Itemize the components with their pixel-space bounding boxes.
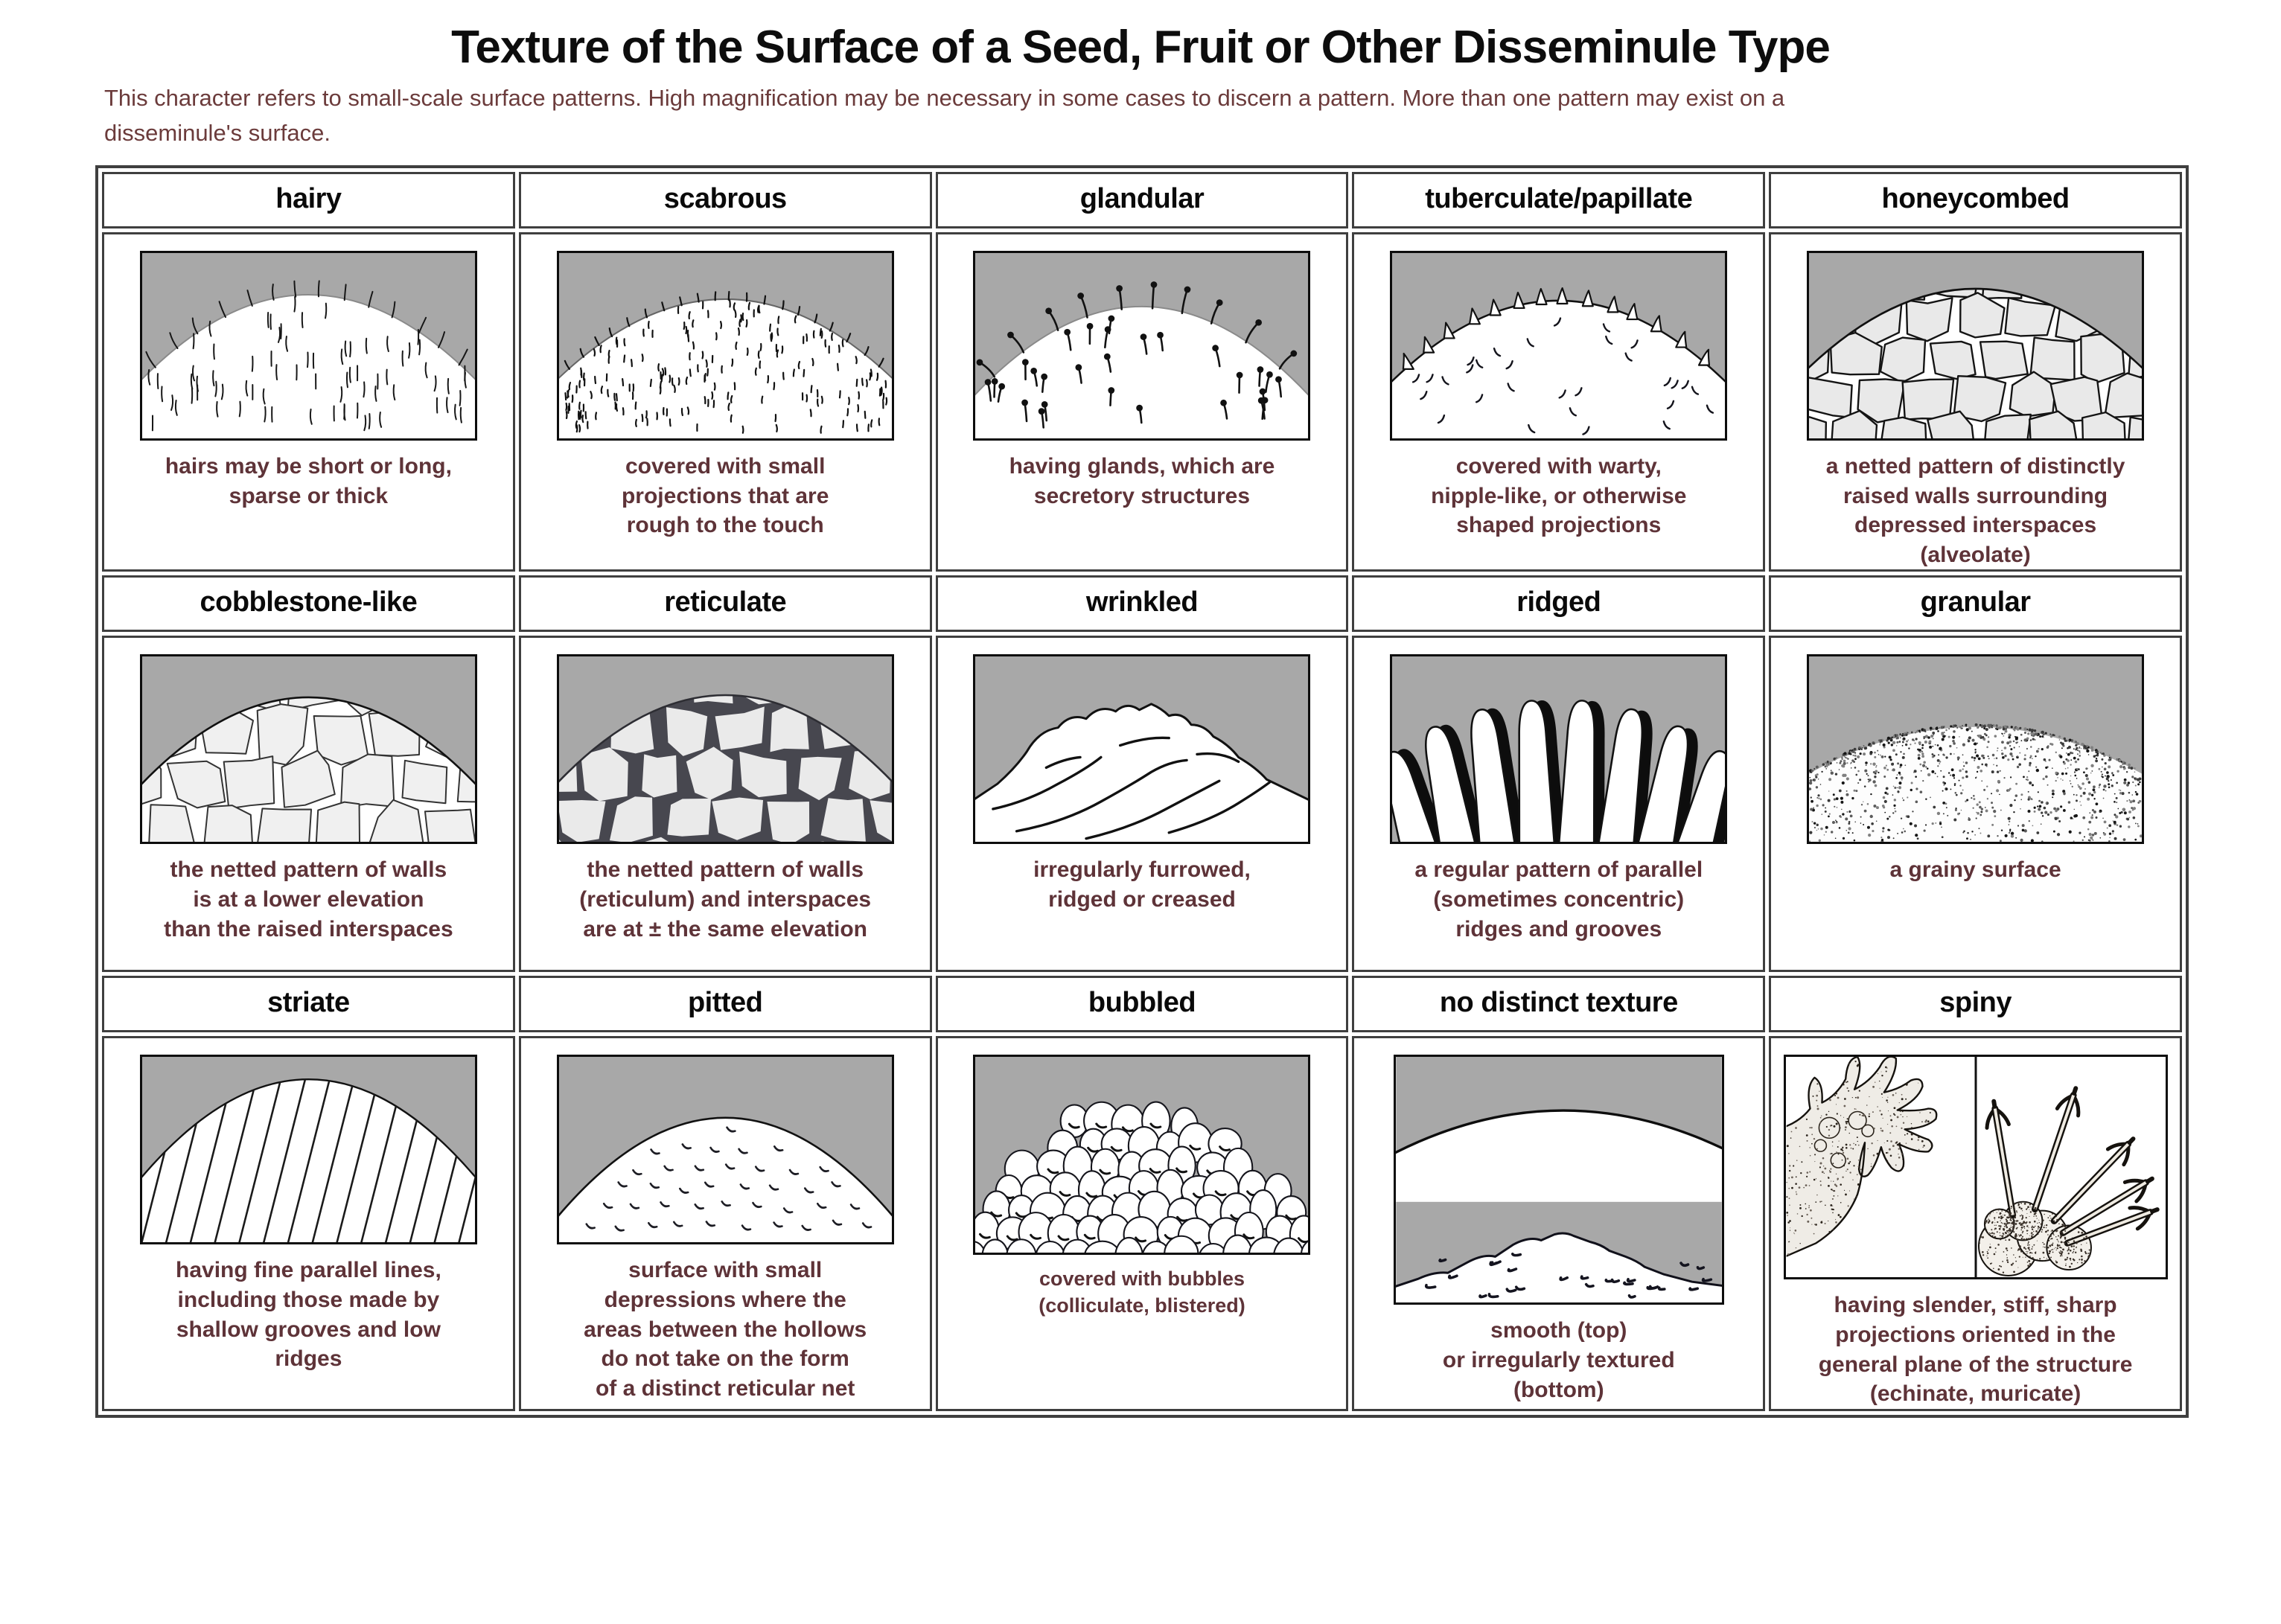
ridged-illustration	[1390, 654, 1728, 845]
cell-wrinkled: irregularly furrowed, ridged or creased	[935, 636, 1349, 973]
caption-tuberculate-papillate: covered with warty, nipple-like, or othe…	[1431, 454, 1687, 538]
caption-no-distinct-texture: smooth (top) or irregularly textured (bo…	[1442, 1318, 1675, 1402]
honeycombed-illustration	[1807, 251, 2145, 441]
page-title: Texture of the Surface of a Seed, Fruit …	[451, 22, 1831, 73]
caption-bubbled: covered with bubbles (colliculate, blist…	[1039, 1267, 1245, 1317]
caption-cobblestone-like: the netted pattern of walls is at a lowe…	[164, 857, 453, 942]
caption-wrinkled: irregularly furrowed, ridged or creased	[1033, 857, 1251, 912]
glandular-illustration	[973, 251, 1311, 441]
cell-glandular: having glands, which are secretory struc…	[935, 232, 1349, 572]
header-ridged: ridged	[1352, 575, 1766, 633]
cell-spiny: having slender, stiff, sharp projections…	[1769, 1036, 2182, 1411]
caption-spiny: having slender, stiff, sharp projections…	[1818, 1293, 2133, 1407]
header-reticulate: reticulate	[518, 575, 932, 633]
header-wrinkled: wrinkled	[935, 575, 1349, 633]
header-scabrous: scabrous	[518, 172, 932, 228]
header-pitted: pitted	[518, 976, 932, 1033]
caption-granular: a grainy surface	[1889, 857, 2061, 883]
cell-cobblestone-like: the netted pattern of walls is at a lowe…	[102, 636, 515, 973]
caption-pitted: surface with small depressions where the…	[584, 1258, 867, 1401]
caption-reticulate: the netted pattern of walls (reticulum) …	[579, 857, 872, 942]
caption-ridged: a regular pattern of parallel (sometimes…	[1414, 857, 1703, 942]
reticulate-illustration	[556, 654, 894, 845]
header-striate: striate	[102, 976, 515, 1033]
cell-pitted: surface with small depressions where the…	[518, 1036, 932, 1411]
cell-tuberculate-papillate: covered with warty, nipple-like, or othe…	[1352, 232, 1766, 572]
body-row-1: hairs may be short or long, sparse or th…	[102, 232, 2182, 572]
caption-glandular: having glands, which are secretory struc…	[1009, 454, 1275, 508]
header-no-distinct-texture: no distinct texture	[1352, 976, 1766, 1033]
texture-table: hairy scabrous glandular tuberculate/pap…	[95, 165, 2189, 1418]
scabrous-illustration	[556, 251, 894, 441]
caption-honeycombed: a netted pattern of distinctly raised wa…	[1825, 454, 2125, 567]
body-row-2: the netted pattern of walls is at a lowe…	[102, 636, 2182, 973]
header-honeycombed: honeycombed	[1769, 172, 2182, 228]
header-bubbled: bubbled	[935, 976, 1349, 1033]
header-row-3: striate pitted bubbled no distinct textu…	[102, 976, 2182, 1033]
hairy-illustration	[139, 251, 477, 441]
header-tuberculate-papillate: tuberculate/papillate	[1352, 172, 1766, 228]
caption-hairy: hairs may be short or long, sparse or th…	[165, 454, 452, 508]
cell-striate: having fine parallel lines, including th…	[102, 1036, 515, 1411]
header-glandular: glandular	[935, 172, 1349, 228]
caption-scabrous: covered with small projections that are …	[621, 454, 829, 538]
bubbled-illustration	[973, 1055, 1311, 1256]
granular-illustration	[1807, 654, 2145, 845]
cell-ridged: a regular pattern of parallel (sometimes…	[1352, 636, 1766, 973]
cell-honeycombed: a netted pattern of distinctly raised wa…	[1769, 232, 2182, 572]
no-distinct-texture-illustration	[1393, 1055, 1724, 1305]
spiny-illustration	[1783, 1055, 2168, 1280]
cobblestone-illustration	[139, 654, 477, 845]
pitted-illustration	[556, 1055, 894, 1245]
cell-scabrous: covered with small projections that are …	[518, 232, 932, 572]
tuberculate-illustration	[1390, 251, 1728, 441]
page-subtitle: This character refers to small-scale sur…	[104, 85, 1785, 146]
cell-hairy: hairs may be short or long, sparse or th…	[102, 232, 515, 572]
cell-bubbled: covered with bubbles (colliculate, blist…	[935, 1036, 1349, 1411]
caption-striate: having fine parallel lines, including th…	[176, 1258, 441, 1372]
cell-reticulate: the netted pattern of walls (reticulum) …	[518, 636, 932, 973]
header-hairy: hairy	[102, 172, 515, 228]
cell-granular: a grainy surface	[1769, 636, 2182, 973]
striate-illustration	[139, 1055, 477, 1245]
body-row-3: having fine parallel lines, including th…	[102, 1036, 2182, 1411]
header-cobblestone-like: cobblestone-like	[102, 575, 515, 633]
wrinkled-illustration	[973, 654, 1311, 845]
header-spiny: spiny	[1769, 976, 2182, 1033]
cell-no-distinct-texture: smooth (top) or irregularly textured (bo…	[1352, 1036, 1766, 1411]
header-granular: granular	[1769, 575, 2182, 633]
header-row-1: hairy scabrous glandular tuberculate/pap…	[102, 172, 2182, 228]
header-row-2: cobblestone-like reticulate wrinkled rid…	[102, 575, 2182, 633]
